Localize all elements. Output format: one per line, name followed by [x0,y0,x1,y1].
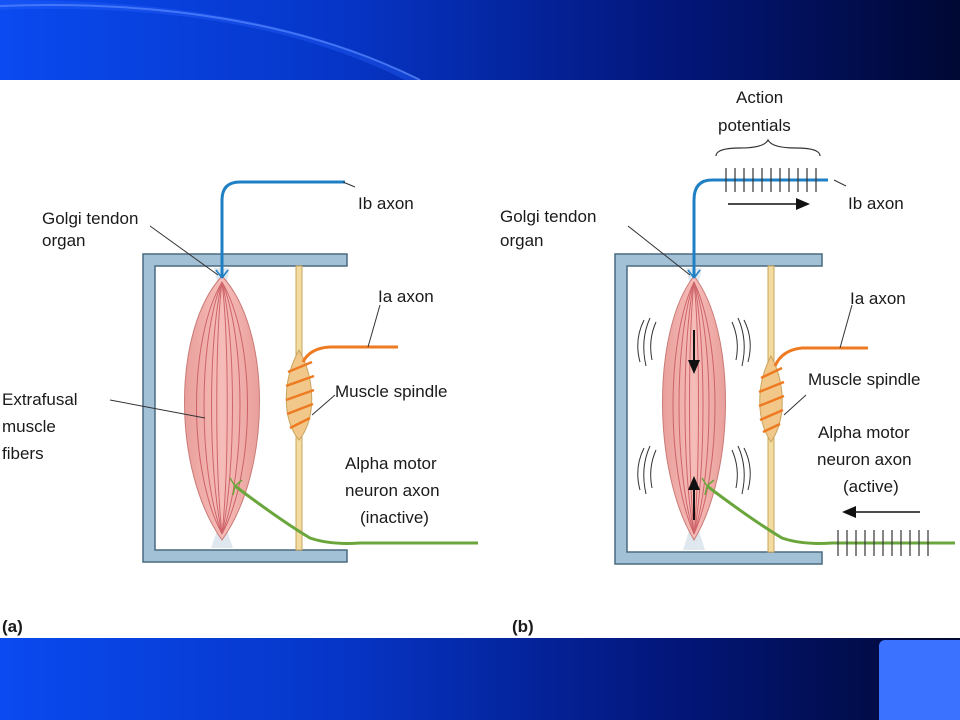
title-band [0,0,960,80]
action-potential-brace [715,138,821,157]
muscle-receptor-diagram: Golgi tendon organ Ib axon Ia axon Muscl… [2,88,955,636]
action-potential-spikes-ib [725,168,817,192]
spindle-label-b: Muscle spindle [808,370,920,389]
alpha-motor-axon-a [234,484,478,545]
panel-a-tag: (a) [2,617,23,636]
extrafusal-label-line1: Extrafusal [2,390,78,409]
ia-spiral-b [758,366,785,434]
ib-axon-label-b: Ib axon [848,194,904,213]
ib-axon-label-a: Ib axon [358,194,414,213]
decorative-swoosh [0,0,421,80]
footer-band [0,638,960,720]
ia-axon-label-a: Ia axon [378,287,434,306]
panel-b-tag: (b) [512,617,534,636]
frame-a [142,253,348,563]
spindle-label-a: Muscle spindle [335,382,447,401]
alpha-label-a-line1: Alpha motor [345,454,437,473]
ia-axon-a [301,345,398,363]
ib-axon-a [220,180,345,278]
extrafusal-muscle-a [184,275,260,541]
footer-tab [879,640,960,720]
action-label-line2: potentials [718,116,791,135]
golgi-label-a-line2: organ [42,231,85,250]
golgi-label-b-line2: organ [500,231,543,250]
alpha-label-a-line3: (inactive) [360,508,429,527]
ia-spiral-a [285,360,315,430]
frame-b [614,253,823,565]
alpha-label-b-line2: neuron axon [817,450,912,469]
golgi-label-b-line1: Golgi tendon [500,207,596,226]
alpha-label-b-line3: (active) [843,477,899,496]
ib-axon-b [692,178,828,278]
ia-axon-b [773,346,868,367]
panel-b: Action potentials Golgi tendon organ Ib … [500,88,955,636]
alpha-label-a-line2: neuron axon [345,481,440,500]
vibration-marks [637,317,751,495]
extrafusal-label-line2: muscle [2,417,56,436]
muscle-striations-b [672,281,716,535]
ia-axon-label-b: Ia axon [850,289,906,308]
muscle-striations-a [196,281,248,535]
golgi-label-a-line1: Golgi tendon [42,209,138,228]
alpha-motor-axon-b [706,484,955,545]
action-label-line1: Action [736,88,783,107]
extrafusal-label-line3: fibers [2,444,44,463]
alpha-label-b-line1: Alpha motor [818,423,910,442]
action-potential-spikes-alpha [837,530,929,556]
panel-a: Golgi tendon organ Ib axon Ia axon Muscl… [2,180,478,636]
